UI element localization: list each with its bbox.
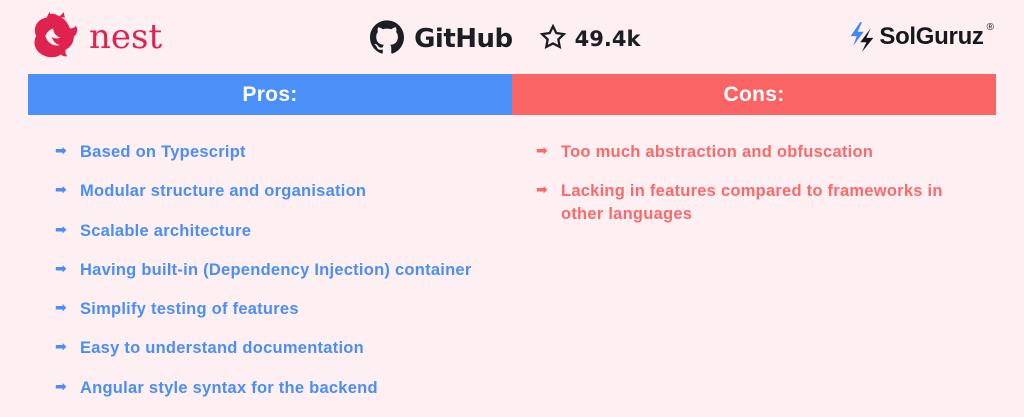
pro-item-text: Having built-in (Dependency Injection) c…	[79, 260, 472, 279]
pro-list-item: ➡ Modular structure and organisation	[55, 180, 512, 202]
pro-list-item: ➡ Simplify testing of features	[55, 298, 512, 320]
con-list-item: ➡ Too much abstraction and obfuscation	[536, 141, 996, 163]
registered-trademark-symbol: ®	[986, 21, 994, 33]
arrow-bullet-icon: ➡	[55, 182, 67, 199]
nestjs-logo: nest	[30, 11, 162, 68]
pro-list-item: ➡ Based on Typescript	[55, 141, 512, 163]
pro-item-text: Easy to understand documentation	[79, 339, 364, 358]
star-outline-icon	[539, 23, 567, 56]
star-count-group: 49.4k	[539, 23, 641, 56]
solguruz-bolt-icon	[848, 20, 876, 59]
pro-item-text: Scalable architecture	[79, 221, 252, 240]
arrow-bullet-icon: ➡	[536, 182, 548, 199]
con-list-item: ➡ Lacking in features compared to framew…	[536, 180, 996, 225]
pros-cons-header-bars: Pros: Cons:	[28, 74, 996, 115]
arrow-bullet-icon: ➡	[55, 221, 67, 238]
github-stars-badge: GitHub 49.4k	[370, 19, 641, 59]
solguruz-wordmark: SolGuruz	[879, 22, 984, 50]
github-star-count: 49.4k	[574, 27, 641, 51]
pro-item-text: Simplify testing of features	[79, 300, 299, 319]
arrow-bullet-icon: ➡	[55, 378, 67, 395]
pros-column: ➡ Based on Typescript ➡ Modular structur…	[28, 115, 512, 416]
header: nest GitHub 49.4k SolGuruz ®	[0, 0, 1024, 66]
arrow-bullet-icon: ➡	[55, 260, 67, 277]
cons-column: ➡ Too much abstraction and obfuscation ➡…	[512, 115, 996, 416]
solguruz-logo: SolGuruz ®	[848, 20, 994, 59]
pro-list-item: ➡ Scalable architecture	[55, 220, 512, 242]
con-item-text: Lacking in features compared to framewor…	[560, 182, 943, 223]
pro-item-text: Modular structure and organisation	[79, 182, 367, 201]
arrow-bullet-icon: ➡	[55, 339, 67, 356]
nest-cat-flame-icon	[30, 11, 82, 68]
pros-title: Pros:	[242, 82, 298, 106]
con-item-text: Too much abstraction and obfuscation	[560, 143, 874, 161]
arrow-bullet-icon: ➡	[55, 300, 67, 317]
arrow-bullet-icon: ➡	[536, 143, 548, 159]
github-octocat-icon	[370, 19, 405, 59]
nest-wordmark: nest	[89, 17, 163, 57]
pro-item-text: Based on Typescript	[79, 143, 246, 161]
arrow-bullet-icon: ➡	[55, 143, 67, 159]
pro-list-item: ➡ Having built-in (Dependency Injection)…	[55, 259, 512, 281]
cons-title: Cons:	[723, 82, 785, 106]
cons-header-bar: Cons:	[512, 74, 996, 115]
comparison-content: ➡ Based on Typescript ➡ Modular structur…	[28, 115, 996, 416]
pro-list-item: ➡ Easy to understand documentation	[55, 337, 512, 359]
pros-header-bar: Pros:	[28, 74, 512, 115]
pro-item-text: Angular style syntax for the backend	[79, 378, 378, 397]
pro-list-item: ➡ Angular style syntax for the backend	[55, 377, 512, 399]
github-wordmark: GitHub	[414, 24, 513, 54]
